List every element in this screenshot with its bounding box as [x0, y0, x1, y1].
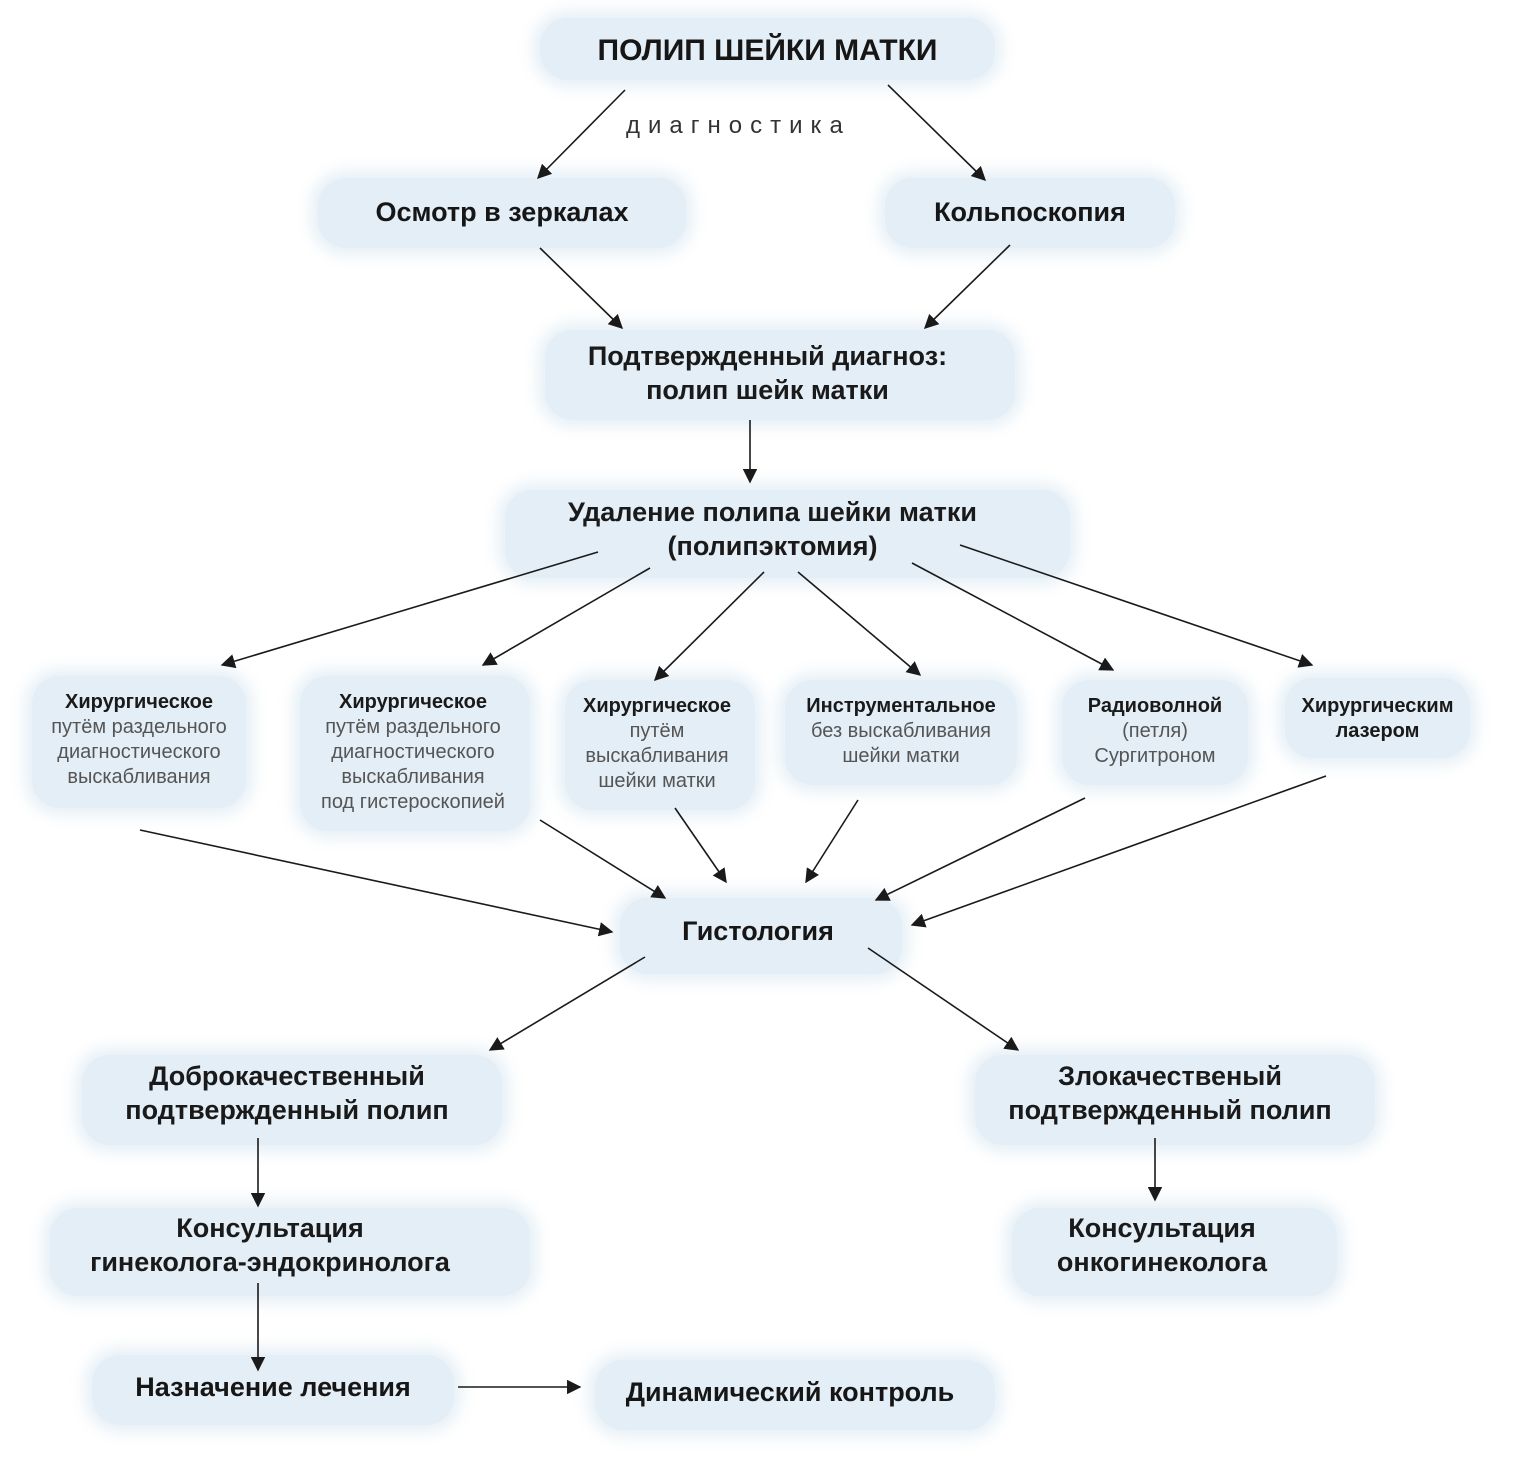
consult-oncogynecologist-node: Консультация онкогинеколога — [1012, 1212, 1312, 1280]
method-1-line-3: выскабливания — [67, 766, 211, 788]
colposcopy-blob — [885, 178, 1175, 248]
speculum-exam-node: Осмотр в зеркалах — [375, 197, 629, 227]
confirmed-line-2: полип шейк матки — [646, 374, 889, 405]
consult-onco-blob — [1012, 1208, 1337, 1296]
method-4-blob — [785, 680, 1017, 785]
method-surgical-hysteroscopy: Хирургическое путём раздельного диагност… — [300, 690, 526, 815]
arrow-histology-to-benign — [488, 956, 646, 1051]
confirmed-line-1: Подтвержденный диагноз: — [587, 341, 948, 371]
method-2-line-2: диагностического — [331, 741, 495, 763]
consult-onco-line-2: онкогинеколога — [1056, 1246, 1268, 1277]
method-6-title-2: лазером — [1335, 720, 1420, 742]
arrow-title-to-colposcopy — [887, 84, 987, 182]
method-3-blob — [565, 680, 755, 810]
arrow-speculum-to-confirmed — [539, 247, 624, 330]
method-2-line-4: под гистероскопией — [321, 791, 505, 813]
malignant-line-2: подтвержденный полип — [1008, 1094, 1332, 1125]
consult-endo-line-1: Консультация — [176, 1213, 364, 1243]
method-5-line-2: Сургитроном — [1094, 745, 1216, 767]
method-3-line-1: путём — [629, 720, 685, 742]
arrow-removal-to-method-1 — [220, 551, 599, 669]
confirmed-blob — [545, 330, 1015, 420]
arrow-histology-to-malignant — [867, 947, 1020, 1051]
method-1-line-2: диагностического — [57, 741, 221, 763]
benign-line-2: подтвержденный полип — [125, 1094, 449, 1125]
method-4-line-2: шейки матки — [842, 745, 960, 767]
benign-line-1: Доброкачественный — [149, 1061, 425, 1091]
method-1-line-1: путём раздельного — [51, 716, 227, 738]
polypectomy-node: Удаление полипа шейки матки (полипэктоми… — [505, 496, 1040, 564]
method-1-blob — [32, 676, 246, 808]
removal-line-2: (полипэктомия) — [667, 530, 878, 561]
arrow-removal-to-method-6 — [959, 544, 1314, 668]
method-2-line-3: выскабливания — [341, 766, 485, 788]
speculum-blob — [318, 178, 686, 248]
method-5-line-1: (петля) — [1122, 720, 1188, 742]
diagnostics-caption: диагностика — [626, 112, 851, 139]
method-1-title: Хирургическое — [65, 691, 213, 713]
consult-endo-line-2: гинеколога-эндокринолога — [90, 1246, 450, 1277]
method-4-title: Инструментальное — [806, 695, 996, 717]
malignant-line-1: Злокачественый — [1058, 1061, 1282, 1091]
arrow-removal-to-method-5 — [911, 562, 1115, 671]
method-5-title: Радиоволной — [1087, 695, 1223, 717]
method-3-title: Хирургическое — [583, 695, 731, 717]
method-2-blob — [300, 676, 530, 831]
confirmed-diagnosis-node: Подтвержденный диагноз: полип шейк матки — [545, 340, 990, 408]
arrow-method-3-to-histology — [674, 807, 727, 884]
method-laser: Хирургическим лазером — [1285, 694, 1470, 744]
benign-polip-node: Доброкачественный подтвержденный полип — [82, 1060, 492, 1128]
arrow-method-6-to-histology — [910, 775, 1327, 928]
colposcopy-node: Кольпоскопия — [934, 197, 1126, 227]
removal-blob — [505, 490, 1070, 578]
arrow-method-1-to-histology — [139, 829, 614, 937]
histology-blob — [620, 898, 902, 974]
monitoring-node: Динамический контроль — [625, 1377, 955, 1407]
method-6-title: Хирургическим — [1301, 695, 1454, 717]
method-surgical-cervical-curettage: Хирургическое путём выскабливания шейки … — [565, 694, 749, 794]
method-3-line-2: выскабливания — [585, 745, 729, 767]
arrow-colposcopy-to-confirmed — [923, 244, 1011, 330]
diagram-title: ПОЛИП ШЕЙКИ МАТКИ — [597, 34, 938, 67]
removal-line-1: Удаление полипа шейки матки — [568, 497, 977, 527]
method-6-blob — [1285, 678, 1470, 758]
method-3-line-3: шейки матки — [598, 770, 716, 792]
treatment-node: Назначение лечения — [135, 1372, 411, 1402]
consult-endocrinologist-node: Консультация гинеколога-эндокринолога — [50, 1212, 490, 1280]
title-blob — [540, 18, 995, 80]
method-5-blob — [1062, 680, 1248, 785]
malignant-polip-node: Злокачественый подтвержденный полип — [975, 1060, 1365, 1128]
histology-node: Гистология — [682, 916, 834, 946]
treatment-blob — [92, 1355, 454, 1425]
method-radiowave: Радиоволной (петля) Сургитроном — [1062, 694, 1248, 769]
arrow-title-to-speculum — [536, 89, 626, 180]
method-2-line-1: путём раздельного — [325, 716, 501, 738]
monitoring-blob — [595, 1360, 995, 1430]
arrow-removal-to-method-3 — [653, 571, 765, 682]
arrow-removal-to-method-2 — [481, 567, 651, 666]
arrow-removal-to-method-4 — [797, 571, 922, 676]
method-instrumental: Инструментальное без выскабливания шейки… — [785, 694, 1017, 769]
consult-endo-blob — [50, 1208, 530, 1296]
method-4-line-1: без выскабливания — [811, 720, 991, 742]
arrow-method-4-to-histology — [805, 799, 859, 884]
consult-onco-line-1: Консультация — [1068, 1213, 1256, 1243]
malignant-blob — [975, 1055, 1375, 1145]
arrow-method-5-to-histology — [874, 797, 1086, 901]
benign-blob — [82, 1055, 502, 1145]
arrow-method-2-to-histology — [539, 819, 667, 899]
method-surgical-separate-curettage: Хирургическое путём раздельного диагност… — [32, 690, 246, 790]
method-2-title: Хирургическое — [339, 691, 487, 713]
